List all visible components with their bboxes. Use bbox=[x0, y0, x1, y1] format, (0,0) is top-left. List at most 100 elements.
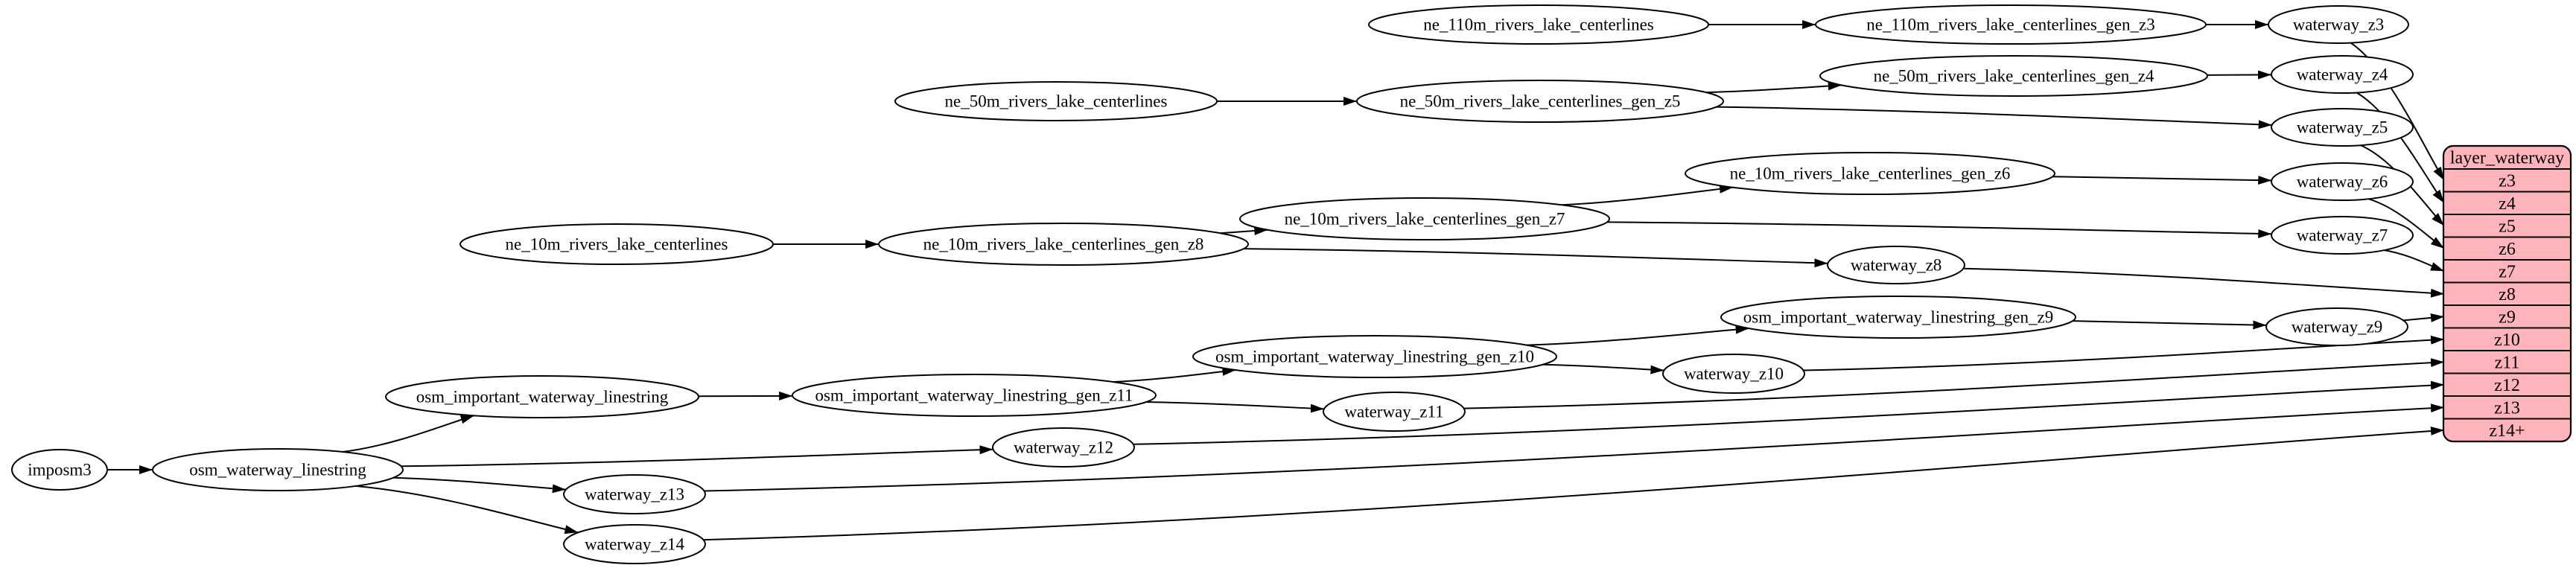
node-waterway_z5: waterway_z5 bbox=[2271, 108, 2414, 147]
node-waterway_z8-label: waterway_z8 bbox=[1851, 256, 1942, 275]
edge-waterway_z7-to-row-z7 bbox=[2384, 249, 2445, 272]
node-ne_10m_rivers_lake_centerlines_gen_z8-shape bbox=[878, 223, 1249, 266]
edge-waterway_z9-to-row-z9 bbox=[2403, 313, 2445, 322]
node-waterway_z9: waterway_z9 bbox=[2265, 307, 2408, 346]
layer-waterway-row-z8: z8 bbox=[2499, 285, 2516, 304]
edge-osm_waterway_linestring-to-waterway_z14 bbox=[355, 485, 579, 535]
edge-waterway_z13-to-row-z13 bbox=[704, 403, 2445, 492]
edge-waterway_z3-to-row-z3 bbox=[2350, 42, 2445, 181]
node-ne_10m_rivers_lake_centerlines_gen_z7: ne_10m_rivers_lake_centerlines_gen_z7 bbox=[1239, 197, 1610, 240]
node-osm_important_waterway_linestring_gen_z9-label: osm_important_waterway_linestring_gen_z9 bbox=[1743, 308, 2053, 327]
layer-waterway-row-z14+: z14+ bbox=[2489, 421, 2525, 441]
edge-ne_10m_rivers_lake_centerlines_gen_z7-to-ne_10m_rivers_lake_centerlines_gen_z6 bbox=[1561, 184, 1734, 206]
node-osm_important_waterway_linestring_gen_z11-shape bbox=[792, 374, 1157, 417]
node-waterway_z11-shape bbox=[1323, 392, 1466, 432]
node-imposm3-label: imposm3 bbox=[28, 461, 92, 479]
node-waterway_z8: waterway_z8 bbox=[1827, 246, 1965, 284]
node-waterway_z14: waterway_z14 bbox=[563, 524, 706, 564]
node-ne_10m_rivers_lake_centerlines_gen_z7-shape bbox=[1239, 197, 1610, 240]
node-waterway_z5-shape bbox=[2271, 108, 2414, 147]
node-waterway_z3-shape bbox=[2268, 5, 2409, 44]
node-ne_10m_rivers_lake_centerlines_gen_z7-label: ne_10m_rivers_lake_centerlines_gen_z7 bbox=[1285, 210, 1565, 229]
node-osm_important_waterway_linestring_gen_z9-shape bbox=[1720, 296, 2076, 339]
edge-osm_waterway_linestring-to-waterway_z13 bbox=[393, 476, 566, 494]
node-waterway_z10-label: waterway_z10 bbox=[1684, 365, 1784, 383]
layer-waterway-row-z10: z10 bbox=[2494, 331, 2520, 350]
node-waterway_z4-shape bbox=[2271, 55, 2414, 94]
layer-waterway-table-box bbox=[2442, 144, 2572, 443]
edge-waterway_z6-to-row-z6 bbox=[2367, 198, 2445, 249]
node-imposm3-shape bbox=[11, 449, 108, 491]
node-ne_110m_rivers_lake_centerlines-shape bbox=[1368, 4, 1709, 45]
node-waterway_z7-shape bbox=[2271, 216, 2414, 255]
edge-waterway_z12-to-row-z12 bbox=[1133, 380, 2445, 445]
node-ne_10m_rivers_lake_centerlines_gen_z6: ne_10m_rivers_lake_centerlines_gen_z6 bbox=[1685, 152, 2055, 195]
edge-osm_waterway_linestring-to-waterway_z12 bbox=[401, 445, 993, 468]
layer-waterway-row-z5: z5 bbox=[2499, 217, 2516, 236]
node-osm_important_waterway_linestring_gen_z9: osm_important_waterway_linestring_gen_z9 bbox=[1720, 296, 2076, 339]
node-osm_important_waterway_linestring-shape bbox=[385, 375, 699, 418]
node-waterway_z14-shape bbox=[563, 524, 706, 564]
edge-ne_10m_rivers_lake_centerlines_gen_z8-to-ne_10m_rivers_lake_centerlines_gen_z7 bbox=[1220, 226, 1268, 236]
edge-ne_50m_rivers_lake_centerlines_gen_z5-to-waterway_z5 bbox=[1716, 106, 2272, 130]
node-ne_110m_rivers_lake_centerlines_gen_z3: ne_110m_rivers_lake_centerlines_gen_z3 bbox=[1815, 4, 2207, 45]
layer-waterway-table: layer_waterwayz3z4z5z6z7z8z9z10z11z12z13… bbox=[2442, 144, 2572, 443]
edges-layer bbox=[107, 20, 2445, 541]
node-osm_important_waterway_linestring_gen_z11-label: osm_important_waterway_linestring_gen_z1… bbox=[815, 386, 1133, 405]
edge-waterway_z10-to-row-z10 bbox=[1803, 335, 2445, 371]
node-ne_50m_rivers_lake_centerlines_gen_z5-shape bbox=[1356, 80, 1724, 123]
node-osm_waterway_linestring-label: osm_waterway_linestring bbox=[189, 461, 366, 479]
nodes-layer: imposm3 osm_waterway_linestring waterway_z… bbox=[11, 4, 2414, 564]
node-ne_50m_rivers_lake_centerlines_gen_z4-label: ne_50m_rivers_lake_centerlines_gen_z4 bbox=[1874, 67, 2154, 86]
node-ne_50m_rivers_lake_centerlines: ne_50m_rivers_lake_centerlines bbox=[894, 81, 1218, 121]
node-ne_110m_rivers_lake_centerlines: ne_110m_rivers_lake_centerlines bbox=[1368, 4, 1709, 45]
node-ne_110m_rivers_lake_centerlines_gen_z3-label: ne_110m_rivers_lake_centerlines_gen_z3 bbox=[1866, 16, 2154, 34]
node-waterway_z6-label: waterway_z6 bbox=[2297, 173, 2388, 191]
node-ne_50m_rivers_lake_centerlines_gen_z5-label: ne_50m_rivers_lake_centerlines_gen_z5 bbox=[1400, 92, 1681, 111]
node-waterway_z7-label: waterway_z7 bbox=[2297, 226, 2388, 245]
node-ne_50m_rivers_lake_centerlines_gen_z4: ne_50m_rivers_lake_centerlines_gen_z4 bbox=[1819, 55, 2208, 97]
node-waterway_z10: waterway_z10 bbox=[1662, 354, 1805, 394]
node-osm_important_waterway_linestring_gen_z11: osm_important_waterway_linestring_gen_z1… bbox=[792, 374, 1157, 417]
node-osm_important_waterway_linestring-label: osm_important_waterway_linestring bbox=[416, 388, 669, 406]
layer-waterway-row-z7: z7 bbox=[2499, 262, 2516, 281]
node-waterway_z9-shape bbox=[2265, 307, 2408, 346]
node-waterway_z12: waterway_z12 bbox=[992, 427, 1135, 468]
layer-waterway-table-title: layer_waterway bbox=[2450, 149, 2564, 168]
node-osm_waterway_linestring: osm_waterway_linestring bbox=[152, 448, 404, 491]
node-ne_10m_rivers_lake_centerlines_gen_z6-label: ne_10m_rivers_lake_centerlines_gen_z6 bbox=[1730, 165, 2011, 183]
edge-ne_10m_rivers_lake_centerlines_gen_z7-to-waterway_z7 bbox=[1606, 221, 2272, 238]
node-waterway_z7: waterway_z7 bbox=[2271, 216, 2414, 255]
layer-waterway-row-z3: z3 bbox=[2499, 171, 2516, 191]
node-ne_10m_rivers_lake_centerlines-label: ne_10m_rivers_lake_centerlines bbox=[506, 235, 728, 254]
layer-waterway-row-z11: z11 bbox=[2495, 353, 2520, 372]
node-waterway_z4-label: waterway_z4 bbox=[2297, 66, 2388, 84]
node-ne_10m_rivers_lake_centerlines_gen_z8-label: ne_10m_rivers_lake_centerlines_gen_z8 bbox=[923, 235, 1204, 254]
node-ne_110m_rivers_lake_centerlines_gen_z3-shape bbox=[1815, 4, 2207, 45]
node-waterway_z5-label: waterway_z5 bbox=[2297, 118, 2388, 137]
node-ne_110m_rivers_lake_centerlines-label: ne_110m_rivers_lake_centerlines bbox=[1423, 16, 1654, 34]
node-waterway_z6: waterway_z6 bbox=[2271, 162, 2414, 201]
node-imposm3: imposm3 bbox=[11, 449, 108, 491]
edge-waterway_z14-to-row-z14+ bbox=[703, 427, 2445, 541]
node-waterway_z8-shape bbox=[1827, 246, 1965, 284]
node-waterway_z13: waterway_z13 bbox=[563, 474, 706, 514]
node-waterway_z12-label: waterway_z12 bbox=[1014, 438, 1113, 457]
node-osm_important_waterway_linestring: osm_important_waterway_linestring bbox=[385, 375, 699, 418]
node-ne_50m_rivers_lake_centerlines_gen_z5: ne_50m_rivers_lake_centerlines_gen_z5 bbox=[1356, 80, 1724, 123]
edge-osm_important_waterway_linestring_gen_z10-to-osm_important_waterway_linestring_gen_z9 bbox=[1526, 325, 1749, 346]
node-waterway_z10-shape bbox=[1662, 354, 1805, 394]
edge-ne_10m_rivers_lake_centerlines_gen_z8-to-waterway_z8 bbox=[1244, 248, 1828, 268]
edge-ne_50m_rivers_lake_centerlines_gen_z5-to-ne_50m_rivers_lake_centerlines_gen_z4 bbox=[1705, 81, 1842, 94]
node-osm_important_waterway_linestring_gen_z10-label: osm_important_waterway_linestring_gen_z1… bbox=[1215, 348, 1534, 366]
edge-osm_important_waterway_linestring_gen_z11-to-osm_important_waterway_linestring_gen_z10 bbox=[1113, 366, 1236, 383]
edge-waterway_z11-to-row-z11 bbox=[1463, 358, 2445, 409]
node-waterway_z11: waterway_z11 bbox=[1323, 392, 1466, 432]
edge-osm_important_waterway_linestring_gen_z11-to-waterway_z11 bbox=[1146, 401, 1324, 413]
node-waterway_z6-shape bbox=[2271, 162, 2414, 201]
layer-waterway-row-z9: z9 bbox=[2499, 307, 2516, 327]
node-osm_important_waterway_linestring_gen_z10: osm_important_waterway_linestring_gen_z1… bbox=[1192, 335, 1557, 378]
node-ne_10m_rivers_lake_centerlines-shape bbox=[459, 223, 774, 265]
